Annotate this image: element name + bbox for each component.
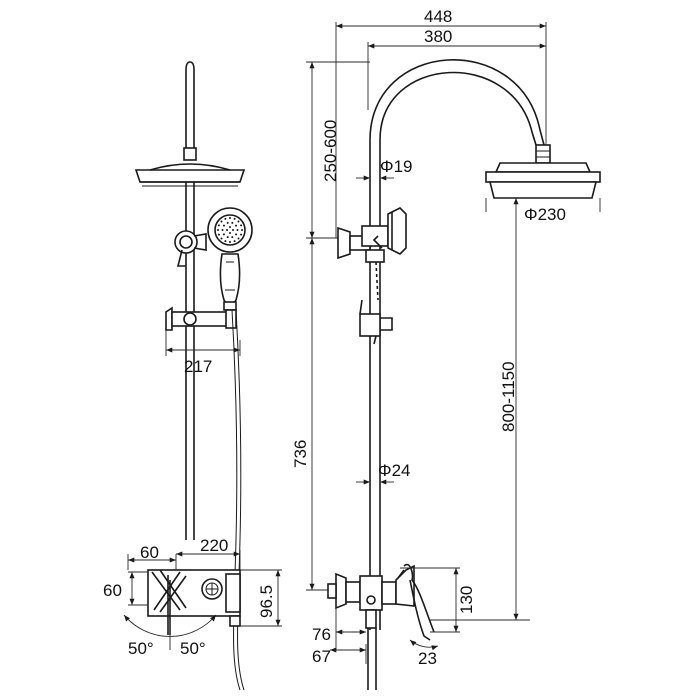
spray-hole (229, 241, 231, 243)
spray-hole (222, 224, 225, 227)
side-mixer (327, 563, 435, 690)
front-mixer-body (147, 569, 241, 635)
spray-hole (235, 233, 238, 236)
spray-hole (235, 224, 238, 227)
spray-hole (240, 224, 243, 227)
dim-250-600: 250-600 (306, 61, 370, 239)
label-67: 67 (312, 647, 331, 666)
front-top-riser (185, 61, 195, 151)
dim-60-left: 60 (103, 571, 148, 606)
spray-hole (232, 229, 234, 231)
label-50-left: 50° (128, 639, 154, 658)
label-76: 76 (312, 625, 331, 644)
side-view: 448 380 250-600 736 Φ19 (291, 7, 601, 690)
front-view: 217 60 (103, 61, 282, 691)
front-head-nut (183, 147, 197, 161)
front-slider (165, 306, 237, 331)
spray-hole (229, 226, 231, 228)
dim-448: 448 (335, 7, 547, 238)
front-hand-shower (207, 207, 253, 311)
spray-hole (226, 221, 229, 224)
label-250-600: 250-600 (321, 120, 340, 182)
dim-800-1150: 800-1150 (430, 198, 530, 621)
dim-736: 736 (291, 238, 330, 591)
label-phi24: Φ24 (378, 461, 410, 480)
label-60-left: 60 (103, 581, 122, 600)
spray-hole (217, 224, 220, 227)
spray-hole (233, 217, 236, 220)
spray-hole (229, 217, 231, 219)
spray-hole (217, 233, 220, 236)
spray-hole (240, 233, 243, 236)
spray-hole (222, 233, 225, 236)
side-curved-arm (369, 59, 545, 205)
front-diverter-knob (174, 230, 198, 254)
label-50-right: 50° (180, 639, 206, 658)
label-96-5: 96.5 (257, 585, 276, 618)
label-736: 736 (291, 440, 310, 468)
front-hose (231, 309, 241, 691)
spray-hole (220, 237, 223, 240)
front-shower-head (134, 169, 246, 183)
label-800-1150: 800-1150 (499, 361, 518, 432)
spray-hole (220, 220, 223, 223)
spray-hole (237, 237, 240, 240)
spray-hole (224, 217, 227, 220)
label-phi19: Φ19 (380, 157, 412, 176)
label-217: 217 (184, 357, 212, 376)
side-head-nut (535, 144, 551, 164)
label-130: 130 (457, 586, 476, 614)
spray-hole (226, 236, 229, 239)
label-380: 380 (424, 27, 452, 46)
dim-76-67: 76 67 (312, 608, 367, 666)
side-wall-bracket-top (337, 207, 407, 301)
dim-380: 380 (367, 27, 546, 110)
spray-hole (224, 240, 227, 243)
spray-hole (217, 229, 219, 231)
dim-handle-angles: 50° 50° (123, 614, 217, 658)
dim-phi24: Φ24 (356, 461, 410, 485)
label-220: 220 (200, 536, 228, 555)
spray-hole (221, 229, 224, 231)
label-phi230: Φ230 (524, 205, 566, 224)
side-shower-head (485, 162, 601, 199)
dim-phi19: Φ19 (356, 157, 412, 181)
dim-phi230: Φ230 (485, 198, 601, 224)
spray-hole (237, 220, 240, 223)
label-60-top: 60 (140, 543, 159, 562)
dim-23: 23 (409, 639, 439, 668)
spray-hole (241, 229, 243, 231)
side-slider (359, 299, 393, 345)
spray-hole (229, 232, 231, 234)
spray-hole (236, 229, 239, 231)
label-23: 23 (418, 649, 437, 668)
dim-217: 217 (165, 330, 241, 376)
dim-60-220: 60 220 (127, 536, 241, 570)
spray-hole (231, 221, 234, 224)
spray-hole (233, 240, 236, 243)
spray-hole (231, 236, 234, 239)
dim-130: 130 (400, 567, 476, 633)
label-448: 448 (424, 7, 452, 26)
spray-hole (226, 229, 228, 231)
dim-96-5: 96.5 (240, 569, 282, 627)
